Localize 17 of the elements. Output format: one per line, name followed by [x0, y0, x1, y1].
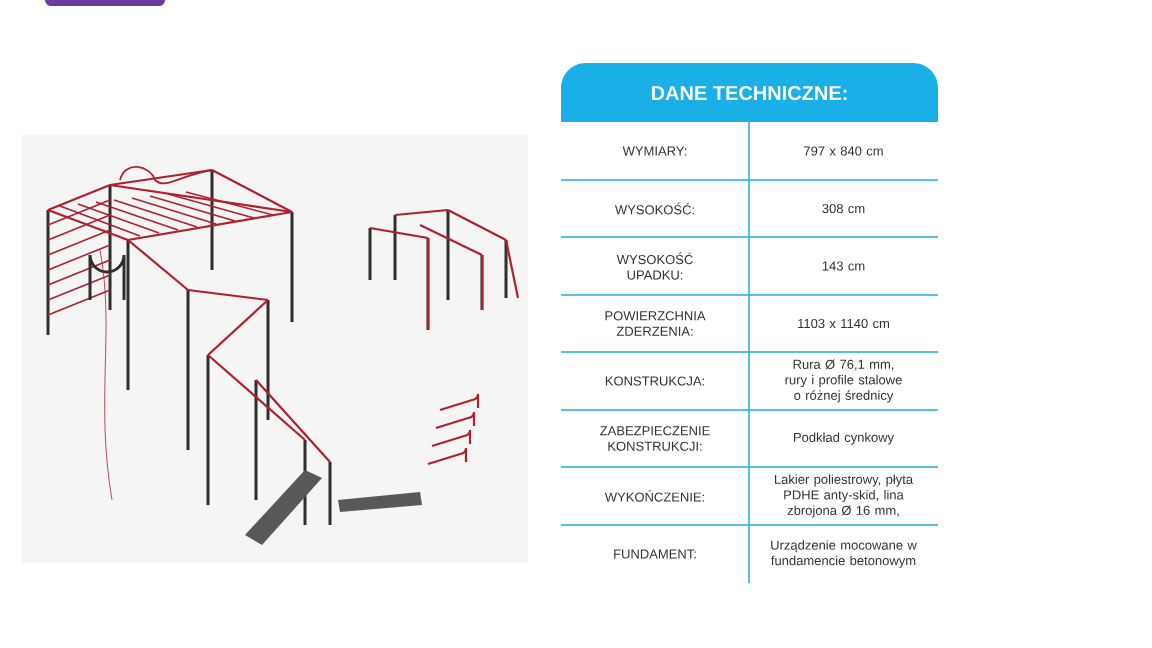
- table-cell: Podkład cynkowy: [794, 432, 895, 445]
- table-cell: KONSTRUKCJA:: [605, 376, 704, 386]
- table-cell: WYSOKOŚĆ UPADKU:: [616, 252, 693, 280]
- table-cell: Lakier poliestrowy, płyta PDHE anty-skid, lina zbrojona Ø 16 mm,: [774, 474, 914, 518]
- table-header: DANE TECHNICZNE:: [561, 63, 938, 122]
- table-cell: POWIERZCHNIA ZDERZENIA:: [605, 311, 706, 336]
- table-cell: 797 x 840 cm: [804, 146, 883, 156]
- table-cell: 143 cm: [822, 261, 865, 271]
- table-cell: Urządzenie mocowane w fundamencie betonowym: [771, 540, 917, 568]
- table-cell: WYMIARY:: [622, 146, 687, 156]
- table-cell: FUNDAMENT:: [614, 549, 696, 559]
- table-cell: ZABEZPIECZENIE KONSTRUKCJI:: [600, 426, 710, 451]
- table-cell: Rura Ø 76,1 mm, rury i profile stalowe o różnej średnicy: [785, 359, 902, 403]
- table-cell: WYSOKOŚĆ:: [615, 202, 694, 215]
- table-cell: WYKOŃCZENIE:: [604, 490, 704, 502]
- table-cell: 308 cm: [822, 203, 865, 214]
- table-cell: 1103 x 1140 cm: [798, 318, 889, 329]
